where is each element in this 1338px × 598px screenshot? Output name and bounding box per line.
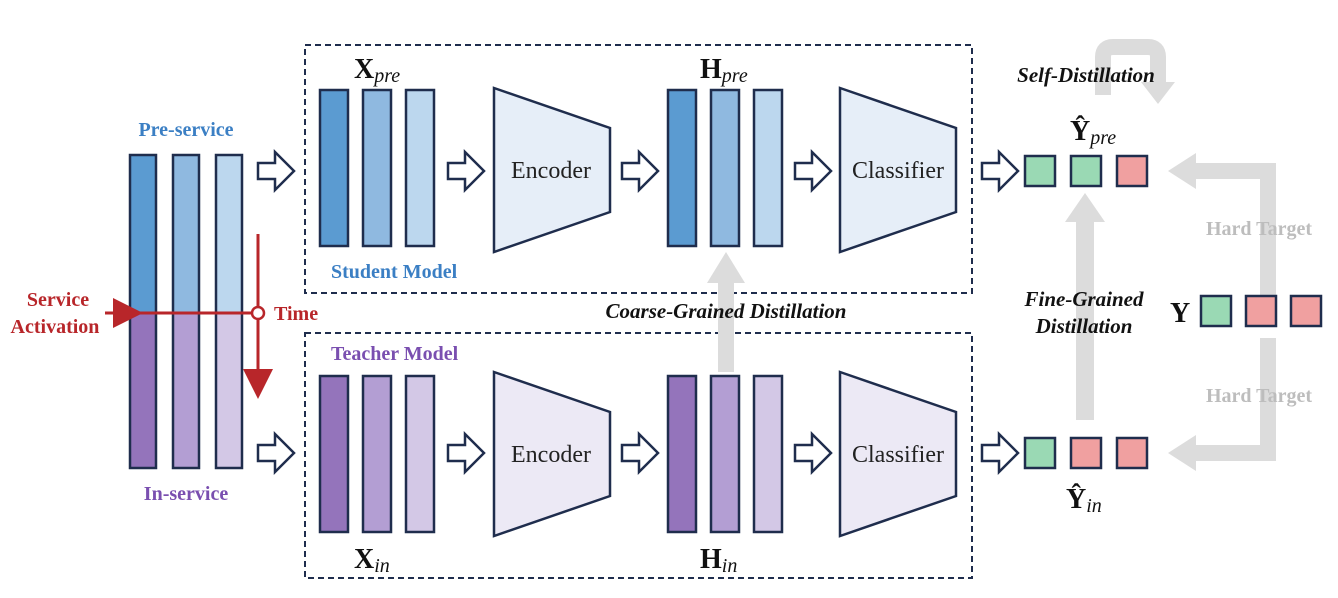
student-x-bar-3: [404, 88, 436, 248]
service-activation-label-1: Service: [27, 289, 89, 311]
teacher-x-bars: [318, 374, 436, 534]
input-bar-1-in: [128, 311, 158, 470]
y-square-2: [1244, 294, 1278, 328]
x-pre-label: Xpre: [354, 54, 400, 87]
student-h-bar-1: [666, 88, 698, 248]
hard-target-label-top: Hard Target: [1206, 218, 1312, 240]
y-hat-in-square-1: [1023, 436, 1057, 470]
teacher-h-bar-1: [666, 374, 698, 534]
teacher-model-box: [304, 332, 973, 579]
arrow-student-x-encoder: [446, 148, 486, 194]
teacher-classifier-shape: [838, 370, 958, 538]
teacher-x-bar-3: [404, 374, 436, 534]
h-in-label: Hin: [700, 544, 737, 577]
teacher-model-label: Teacher Model: [331, 343, 459, 365]
teacher-x-bar-1: [318, 374, 350, 534]
flow-arrows: [256, 148, 1020, 476]
fine-distillation-arrow: [1065, 193, 1105, 420]
student-h-bar-3: [752, 88, 784, 248]
teacher-encoder-shape: [492, 370, 612, 538]
y-hat-in-squares: [1023, 436, 1149, 470]
teacher-x-bar-2: [361, 374, 393, 534]
student-h-bar-2: [709, 88, 741, 248]
teacher-encoder-label: Encoder: [511, 442, 591, 468]
input-bar-2-pre: [171, 153, 201, 315]
teacher-classifier-label: Classifier: [852, 442, 944, 468]
student-x-bar-2: [361, 88, 393, 248]
fine-distillation-label-2: Distillation: [1035, 314, 1133, 338]
arrow-teacher-classifier-out: [980, 430, 1020, 476]
arrow-student-h-classifier: [793, 148, 833, 194]
time-label: Time: [274, 303, 318, 325]
self-distillation-arrow: [1095, 39, 1166, 95]
student-model-box: [304, 44, 973, 294]
hard-target-label-bottom: Hard Target: [1206, 385, 1312, 407]
teacher-h-bars: [666, 374, 784, 534]
arrow-input-to-teacher: [256, 430, 296, 476]
coarse-distillation-label: Coarse-Grained Distillation: [606, 299, 847, 323]
hard-target-arrowhead-top: [1168, 153, 1196, 189]
y-hat-pre-square-3: [1115, 154, 1149, 188]
input-bar-3-pre: [214, 153, 244, 315]
student-x-bar-1: [318, 88, 350, 248]
y-hat-in-label: Ŷin: [1066, 484, 1102, 517]
y-label-squares: [1199, 294, 1323, 328]
arrow-input-to-student: [256, 148, 296, 194]
y-square-1: [1199, 294, 1233, 328]
student-x-bars: [318, 88, 436, 248]
input-bars: [128, 153, 244, 470]
student-classifier-shape: [838, 86, 958, 254]
student-classifier-label: Classifier: [852, 158, 944, 184]
arrow-student-classifier-out: [980, 148, 1020, 194]
y-hat-in-square-2: [1069, 436, 1103, 470]
teacher-h-bar-3: [752, 374, 784, 534]
input-bar-3-in: [214, 311, 244, 470]
x-in-label: Xin: [354, 544, 390, 577]
y-hat-in-square-3: [1115, 436, 1149, 470]
service-activation-label-2: Activation: [11, 316, 100, 338]
in-service-label: In-service: [144, 483, 229, 505]
y-hat-pre-square-1: [1023, 154, 1057, 188]
time-marker-circle: [250, 305, 266, 321]
y-square-3: [1289, 294, 1323, 328]
input-bar-2-in: [171, 311, 201, 470]
student-encoder-shape: [492, 86, 612, 254]
self-distillation-arrowhead: [1141, 82, 1175, 104]
y-label: Y: [1170, 298, 1190, 329]
student-model-label: Student Model: [331, 261, 458, 283]
fine-distillation-label-1: Fine-Grained: [1023, 287, 1144, 311]
hard-target-path-bottom: [1192, 338, 1276, 461]
pre-service-label: Pre-service: [138, 119, 233, 141]
y-hat-pre-label: Ŷpre: [1070, 116, 1116, 149]
hard-target-path-top: [1192, 163, 1276, 302]
arrow-teacher-encoder-h: [620, 430, 660, 476]
input-bar-1-pre: [128, 153, 158, 315]
student-h-bars: [666, 88, 784, 248]
arrow-student-encoder-h: [620, 148, 660, 194]
y-hat-pre-square-2: [1069, 154, 1103, 188]
h-pre-label: Hpre: [700, 54, 748, 87]
hard-target-arrowhead-bottom: [1168, 435, 1196, 471]
student-encoder-label: Encoder: [511, 158, 591, 184]
y-hat-pre-squares: [1023, 154, 1149, 188]
arrow-teacher-x-encoder: [446, 430, 486, 476]
arrow-teacher-h-classifier: [793, 430, 833, 476]
teacher-h-bar-2: [709, 374, 741, 534]
self-distillation-label: Self-Distillation: [1017, 63, 1155, 87]
coarse-distillation-arrow: [707, 252, 745, 372]
